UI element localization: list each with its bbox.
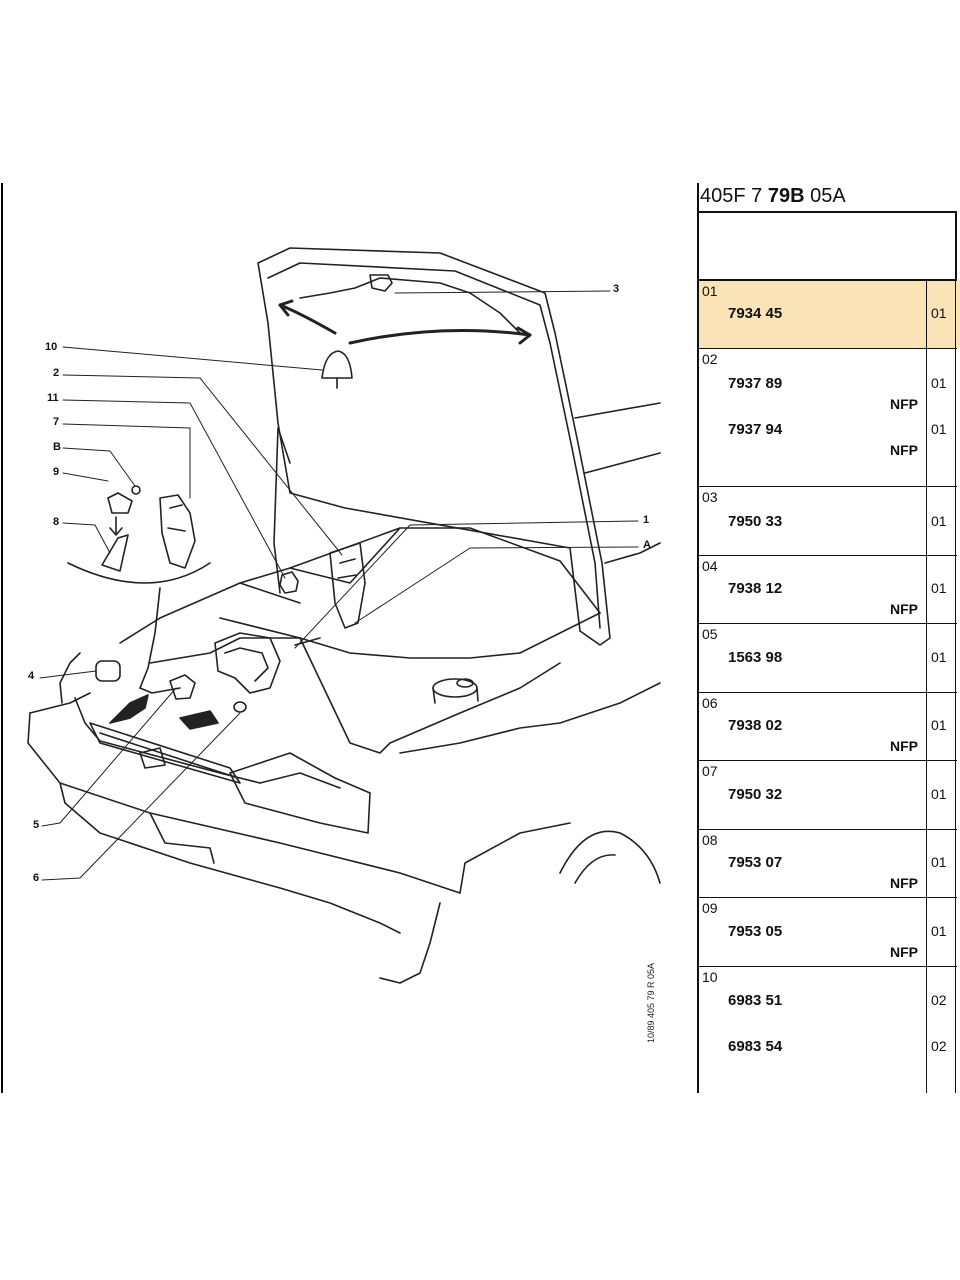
row-number: 07 bbox=[702, 763, 718, 779]
table-row[interactable]: 02 7937 89 01 NFP 7937 94 01 NFP bbox=[697, 348, 960, 486]
row-divider bbox=[697, 486, 957, 487]
row-number: 09 bbox=[702, 900, 718, 916]
nfp-flag: NFP bbox=[890, 601, 918, 617]
part-code: 7934 45 bbox=[728, 305, 783, 322]
nfp-flag: NFP bbox=[890, 442, 918, 458]
part-quantity: 01 bbox=[931, 649, 947, 665]
ref-suffix: 05A bbox=[804, 185, 846, 207]
callout-A: A bbox=[643, 539, 651, 551]
diagram-reference-code: 10/89 405 79 R 05A bbox=[646, 962, 656, 1043]
ref-prefix: 405F 7 bbox=[700, 185, 768, 207]
row-number: 03 bbox=[702, 489, 718, 505]
part-code: 7937 89 bbox=[728, 375, 783, 392]
panel-right-border bbox=[955, 211, 957, 281]
panel-right-edge bbox=[955, 280, 956, 1093]
table-row[interactable]: 09 7953 05 01 NFP bbox=[697, 897, 960, 966]
part-quantity: 02 bbox=[931, 992, 947, 1008]
callout-4: 4 bbox=[28, 670, 35, 682]
table-row[interactable]: 10 6983 51 02 6983 54 02 bbox=[697, 966, 960, 1093]
table-row[interactable]: 01 7934 45 01 bbox=[697, 280, 960, 348]
row-divider bbox=[697, 692, 957, 693]
parts-table: 405F 7 79B 05A 01 7934 45 01 02 7937 89 … bbox=[697, 183, 960, 1093]
callout-11: 11 bbox=[47, 392, 59, 404]
part-quantity: 01 bbox=[931, 513, 947, 529]
part-quantity: 01 bbox=[931, 375, 947, 391]
table-row[interactable]: 05 1563 98 01 bbox=[697, 623, 960, 692]
header-divider bbox=[697, 211, 957, 213]
table-row[interactable]: 03 7950 33 01 bbox=[697, 486, 960, 555]
nfp-flag: NFP bbox=[890, 396, 918, 412]
row-divider bbox=[697, 966, 957, 967]
part-code: 6983 51 bbox=[728, 992, 783, 1009]
part-code: 7950 32 bbox=[728, 786, 783, 803]
row-divider bbox=[697, 555, 957, 556]
callout-2: 2 bbox=[53, 367, 60, 379]
part-code: 7950 33 bbox=[728, 513, 783, 530]
nfp-flag: NFP bbox=[890, 944, 918, 960]
part-code: 7938 12 bbox=[728, 580, 783, 597]
part-quantity: 01 bbox=[931, 305, 947, 321]
nfp-flag: NFP bbox=[890, 875, 918, 891]
callout-1: 1 bbox=[643, 514, 650, 526]
nfp-flag: NFP bbox=[890, 738, 918, 754]
callout-3: 3 bbox=[613, 283, 620, 295]
table-row[interactable]: 04 7938 12 01 NFP bbox=[697, 555, 960, 623]
row-divider bbox=[697, 829, 957, 830]
row-divider bbox=[697, 760, 957, 761]
panel-left-border bbox=[697, 183, 699, 1093]
row-number: 04 bbox=[702, 558, 718, 574]
callout-9: 9 bbox=[53, 466, 60, 478]
callout-5: 5 bbox=[33, 819, 40, 831]
row-number: 05 bbox=[702, 626, 718, 642]
part-quantity: 01 bbox=[931, 923, 947, 939]
row-divider bbox=[697, 279, 957, 281]
row-divider bbox=[697, 623, 957, 624]
part-code: 7937 94 bbox=[728, 421, 783, 438]
part-code: 7938 02 bbox=[728, 717, 783, 734]
part-code: 1563 98 bbox=[728, 649, 783, 666]
row-divider bbox=[697, 897, 957, 898]
row-number: 10 bbox=[702, 969, 718, 985]
row-number: 06 bbox=[702, 695, 718, 711]
car-hood-drawing bbox=[1, 183, 661, 1093]
callout-6: 6 bbox=[33, 872, 40, 884]
part-code: 6983 54 bbox=[728, 1038, 783, 1055]
row-number: 02 bbox=[702, 351, 718, 367]
part-quantity: 01 bbox=[931, 580, 947, 596]
part-quantity: 01 bbox=[931, 854, 947, 870]
part-quantity: 01 bbox=[931, 717, 947, 733]
ref-bold: 79B bbox=[767, 185, 805, 207]
callout-10: 10 bbox=[45, 341, 58, 353]
callout-B: B bbox=[53, 441, 61, 453]
part-quantity: 02 bbox=[931, 1038, 947, 1054]
row-divider bbox=[697, 348, 957, 349]
part-quantity: 01 bbox=[931, 421, 947, 437]
exploded-diagram: 10 2 11 7 B 9 8 4 5 6 3 1 A 10/89 405 79… bbox=[0, 183, 697, 1093]
diagram-reference-header: 405F 7 79B 05A bbox=[700, 183, 846, 211]
part-quantity: 01 bbox=[931, 786, 947, 802]
row-number: 08 bbox=[702, 832, 718, 848]
row-number: 01 bbox=[702, 283, 718, 299]
callout-8: 8 bbox=[53, 516, 60, 528]
table-row[interactable]: 08 7953 07 01 NFP bbox=[697, 829, 960, 897]
table-row[interactable]: 06 7938 02 01 NFP bbox=[697, 692, 960, 760]
part-code: 7953 07 bbox=[728, 854, 783, 871]
part-code: 7953 05 bbox=[728, 923, 783, 940]
table-row[interactable]: 07 7950 32 01 bbox=[697, 760, 960, 829]
qty-column-divider bbox=[926, 280, 927, 1093]
callout-7: 7 bbox=[53, 416, 60, 428]
